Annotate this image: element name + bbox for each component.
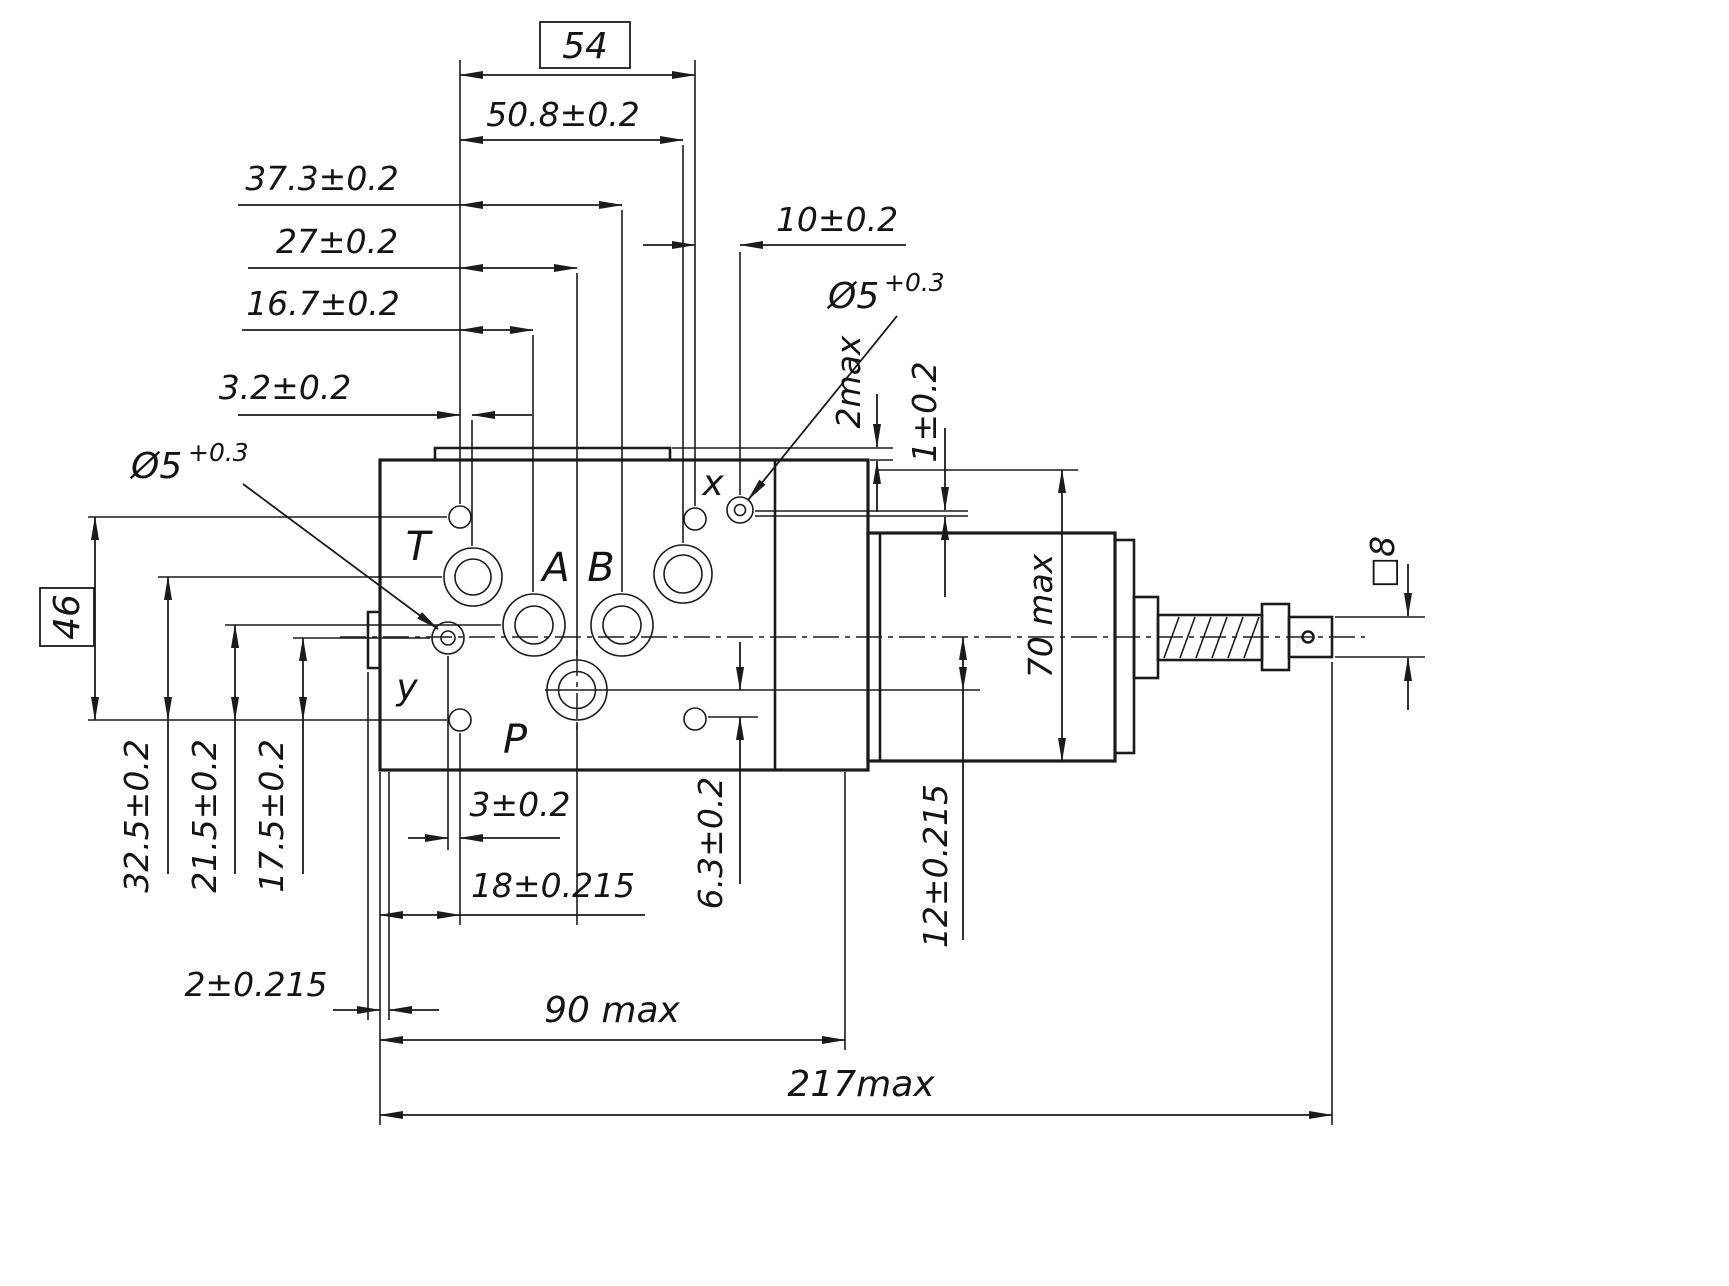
main-block-outline bbox=[378, 458, 870, 772]
dim-3-2-label: 3.2±0.2 bbox=[219, 368, 352, 407]
dim-50-8: 50.8±0.2 bbox=[459, 95, 684, 144]
dim-10: 10±0.2 bbox=[643, 200, 906, 249]
dim-46: 46 bbox=[39, 516, 99, 721]
dim-dia5-x-label: Ø5 bbox=[826, 276, 879, 317]
port-b-outer bbox=[590, 593, 654, 657]
dim-6-3: 6.3±0.2 bbox=[691, 642, 744, 910]
dim-dia5-y-label: Ø5 bbox=[129, 446, 182, 487]
port-aux-outer bbox=[653, 544, 713, 604]
dim-27: 27±0.2 bbox=[248, 222, 578, 272]
dim-3-2: 3.2±0.2 bbox=[219, 368, 532, 419]
dim-32-5-label: 32.5±0.2 bbox=[117, 739, 156, 893]
port-y-outer bbox=[431, 621, 465, 655]
dim-17-5-label: 17.5±0.2 bbox=[252, 739, 291, 893]
dim-70max-label: 70 max bbox=[1021, 553, 1060, 678]
port-labels: T A B P x y bbox=[395, 463, 724, 763]
dim-50-8-label: 50.8±0.2 bbox=[486, 95, 640, 134]
bolt-hole-bottom-left bbox=[448, 708, 472, 732]
dim-32-5: 32.5±0.2 bbox=[117, 576, 172, 893]
actuator-block-outline bbox=[866, 531, 1117, 763]
dim-2max: 2max bbox=[829, 335, 881, 512]
dim-1: 1±0.2 bbox=[905, 361, 949, 597]
port-t-outer bbox=[443, 547, 503, 607]
dim-6-3-label: 6.3±0.2 bbox=[691, 777, 730, 910]
port-t-label: T bbox=[406, 524, 434, 570]
dim-dia5-y: Ø5 +0.3 bbox=[129, 438, 439, 630]
dim-square8-label: □8 bbox=[1363, 536, 1402, 588]
ports bbox=[431, 496, 754, 732]
dim-217max-label: 217max bbox=[787, 1064, 935, 1105]
dim-3-label: 3±0.2 bbox=[469, 785, 570, 824]
dim-37-3: 37.3±0.2 bbox=[238, 159, 623, 209]
dim-90max-label: 90 max bbox=[544, 990, 680, 1031]
port-p-label: P bbox=[503, 717, 528, 763]
dim-1-label: 1±0.2 bbox=[905, 361, 944, 462]
top-seal-strip bbox=[433, 446, 672, 460]
dim-18-label: 18±0.215 bbox=[471, 866, 635, 905]
port-a-inner bbox=[514, 605, 554, 645]
actuator-cap bbox=[1113, 538, 1136, 755]
dim-square8: □8 bbox=[1363, 536, 1412, 710]
bolt-hole-top-right bbox=[683, 507, 707, 531]
extension-lines bbox=[88, 60, 1425, 1125]
dim-dia5-x-tolerance: +0.3 bbox=[884, 268, 945, 297]
port-x-outer bbox=[726, 496, 754, 524]
dim-18: 18±0.215 bbox=[379, 866, 645, 919]
port-aux-inner bbox=[663, 554, 703, 594]
port-b-inner bbox=[602, 605, 642, 645]
dim-54-frame bbox=[539, 21, 631, 69]
port-a-label: A bbox=[539, 545, 569, 591]
dim-217max: 217max bbox=[379, 1064, 1333, 1119]
port-y-inner bbox=[440, 630, 456, 646]
dim-3: 3±0.2 bbox=[408, 785, 571, 842]
dim-12-label: 12±0.215 bbox=[916, 784, 955, 948]
dim-17-5: 17.5±0.2 bbox=[252, 637, 307, 893]
dim-21-5-label: 21.5±0.2 bbox=[185, 739, 224, 893]
dim-21-5: 21.5±0.2 bbox=[185, 624, 239, 893]
dim-10-label: 10±0.2 bbox=[776, 200, 898, 239]
dim-90max: 90 max bbox=[379, 990, 846, 1044]
dim-54-label: 54 bbox=[562, 26, 608, 67]
dim-2max-label: 2max bbox=[829, 335, 868, 428]
dim-2: 2±0.215 bbox=[184, 965, 439, 1014]
side-tab bbox=[366, 610, 380, 670]
port-x-inner bbox=[733, 503, 747, 517]
port-y-label: y bbox=[395, 667, 418, 708]
dim-27-label: 27±0.2 bbox=[276, 222, 398, 261]
dim-2-label: 2±0.215 bbox=[184, 965, 327, 1004]
valve-body bbox=[340, 446, 1365, 772]
port-a-outer bbox=[502, 593, 566, 657]
dim-dia5-y-tolerance: +0.3 bbox=[188, 438, 249, 467]
dim-16-7: 16.7±0.2 bbox=[242, 284, 534, 334]
dim-16-7-label: 16.7±0.2 bbox=[246, 284, 400, 323]
port-b-label: B bbox=[587, 545, 614, 591]
dim-54: 54 bbox=[459, 21, 696, 79]
bolt-hole-bottom-right bbox=[683, 707, 707, 731]
dim-70max: 70 max bbox=[1021, 469, 1066, 762]
dim-dia5-x: Ø5 +0.3 bbox=[747, 268, 945, 501]
bolt-hole-top-left bbox=[448, 505, 472, 529]
port-x-label: x bbox=[701, 463, 724, 504]
port-t-inner bbox=[454, 558, 492, 596]
dim-46-label: 46 bbox=[47, 594, 88, 640]
dim-12: 12±0.215 bbox=[916, 636, 967, 948]
dim-37-3-label: 37.3±0.2 bbox=[245, 159, 399, 198]
